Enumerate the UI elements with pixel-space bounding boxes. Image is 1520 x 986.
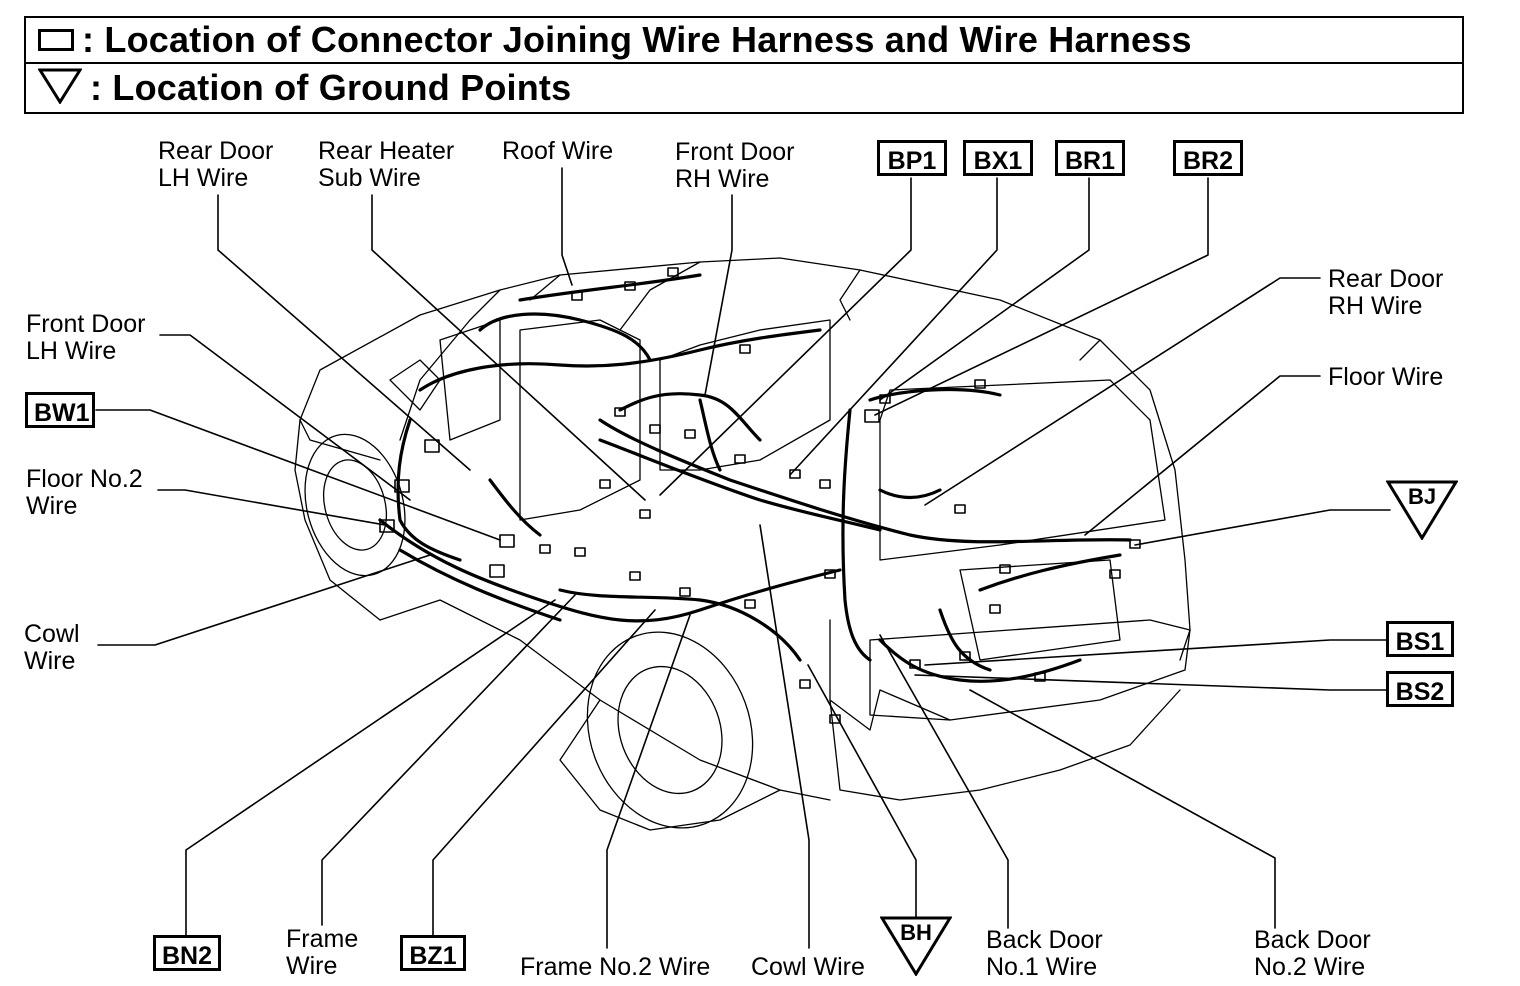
ground-point-bj: BJ [1385,480,1459,541]
connector-tag-br2: BR2 [1173,140,1243,176]
label-cowl-wire-bottom: Cowl Wire [751,953,865,981]
legend-ground-row: : Location of Ground Points [24,64,1464,114]
wire-harness-routes [378,273,1132,683]
ground-triangle-icon [879,916,953,977]
label-floor-wire: Floor Wire [1328,363,1444,391]
connector-tag-bp1: BP1 [877,140,947,176]
connector-box-icon [38,29,74,51]
connector-tag-bs2: BS2 [1386,671,1454,707]
legend-connector-text: : Location of Connector Joining Wire Har… [82,19,1192,60]
ground-point-bh: BH [879,916,953,977]
ground-label-bh: BH [900,920,932,945]
ground-triangle-icon [1385,480,1459,541]
connector-tag-bx1: BX1 [963,140,1033,176]
connector-tag-bn2: BN2 [153,935,221,971]
connector-tag-bz1: BZ1 [400,935,466,971]
ground-label-bj: BJ [1407,484,1437,509]
connector-tag-bs1: BS1 [1386,621,1454,657]
leader-lines [95,167,1391,949]
label-frame-no2-wire: Frame No.2 Wire [520,953,711,981]
legend-connector-row: : Location of Connector Joining Wire Har… [24,16,1464,64]
connector-tag-br1: BR1 [1055,140,1125,176]
ground-triangle-icon [37,68,83,109]
label-roof-wire: Roof Wire [502,137,614,165]
vehicle-body-outline [294,257,1191,831]
legend-ground-text: : Location of Ground Points [90,67,572,108]
connector-tag-bw1: BW1 [25,392,95,428]
harness-connector-blocks [379,267,1141,724]
